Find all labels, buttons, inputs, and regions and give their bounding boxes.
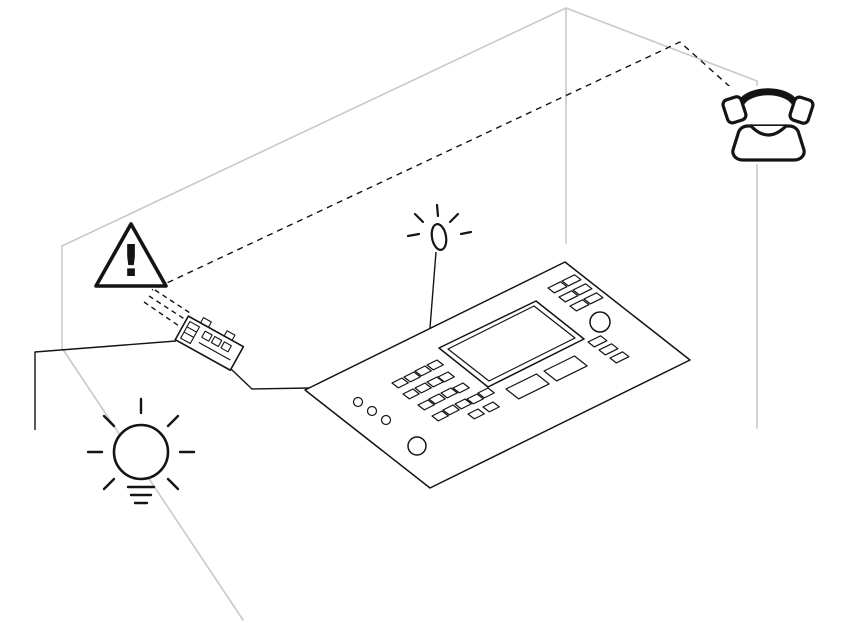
wall-module-icon [174,315,245,372]
lamp-wire [34,340,177,430]
bulb-ray-lower-left [102,477,116,491]
panel-led-dot [366,405,378,417]
bulb-ray-upper-left [102,414,116,428]
led-ray-upper-left [413,212,425,224]
panel-button [558,290,579,303]
room-ceiling-edge [61,7,758,247]
panel-button [440,387,458,399]
telephone-cradle-arch [749,124,788,137]
panel-button [454,398,472,410]
panel-button [403,371,421,383]
telephone-handset-left-end [721,95,748,125]
panel-button [466,393,484,405]
telephone-handset-bar [737,88,799,107]
panel-button [569,299,590,312]
connection-module-to-panel [230,368,311,390]
panel-button [437,371,455,383]
panel-speaker-circle-bottom [407,436,427,456]
warning-exclamation: ! [121,236,141,287]
panel-led-dot [380,414,392,426]
light-bulb-icon [86,397,196,505]
led-ray-right [459,230,473,236]
control-panel-icon [304,261,691,489]
panel-led-dot [352,396,364,408]
room-outline [61,7,758,621]
panel-button [402,388,420,400]
panel-button [467,408,485,420]
panel-wire [230,368,311,390]
module-terminal-block [180,321,201,345]
module-terminal-lines [183,326,197,338]
bulb-ray-upper-right [166,414,180,428]
led-lamp [430,223,448,251]
phone-line-fan-2 [148,295,187,321]
panel-button [428,393,446,405]
module-key-2 [210,335,223,348]
module-key-1 [201,330,213,342]
panel-button [391,377,409,389]
panel-button [452,382,470,394]
panel-speaker-circle-top [589,311,611,333]
panel-function-keys [505,355,588,400]
panel-button [431,410,449,422]
panel-button [426,376,444,388]
connection-module-to-bulb [34,340,177,430]
telephone-icon [721,86,816,164]
phone-line-fan-1 [154,289,191,314]
panel-button [598,343,619,356]
panel-button [442,404,460,416]
telephone-body [731,124,806,162]
panel-wide-key [543,355,588,382]
panel-wide-key [505,373,550,400]
panel-keypad-right [547,274,630,364]
panel-keypad-left [391,359,500,422]
bulb-ray-lower-right [166,477,180,491]
panel-button [572,283,593,296]
panel-button [583,292,604,305]
panel-button [426,359,444,371]
module-key-3 [220,341,232,353]
led-ray-left [406,232,421,238]
panel-button [417,399,435,411]
room-left-wall-bottom-edge [61,347,244,621]
led-ray-upper-right [448,212,460,224]
telephone-handset-right-end [788,95,815,125]
bulb-glass [112,423,170,481]
panel-button [587,335,608,348]
led-wire [429,251,437,329]
connection-led-to-panel [429,251,437,329]
connection-phone-dashed-line [143,41,739,329]
phone-line [151,41,739,291]
panel-screen-display [447,305,576,382]
panel-button [477,387,495,399]
module-slot-line [198,342,231,361]
phone-line-fan-3 [143,301,183,329]
led-ray-top [435,203,440,218]
led-indicator-icon [406,203,473,251]
panel-button [414,365,432,377]
panel-button [547,281,568,294]
panel-button [561,274,582,287]
warning-triangle-outline [94,222,168,288]
panel-button [609,351,630,364]
panel-button [482,401,500,413]
panel-button [414,382,432,394]
warning-triangle-icon: ! [94,222,168,288]
